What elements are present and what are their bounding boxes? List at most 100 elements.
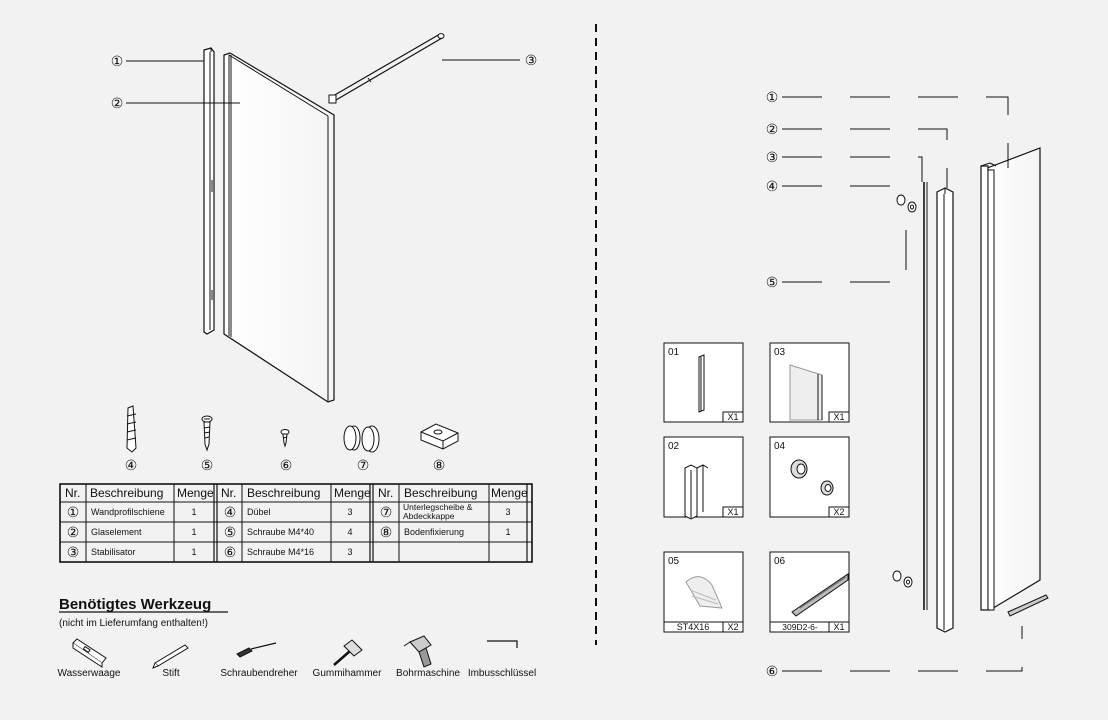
allen-key-icon — [487, 640, 518, 648]
seal-03-icon — [789, 364, 823, 421]
callout-left-4: ④ — [125, 457, 138, 473]
glass-panel-profile-drawing — [980, 147, 1041, 612]
detail-box-code: 06 — [774, 556, 786, 567]
right-exploded-view — [782, 96, 1049, 672]
callout-left-7: ⑦ — [357, 457, 370, 473]
spirit-level-icon — [72, 638, 107, 668]
tools-title: Benötigtes Werkzeug — [59, 596, 211, 613]
washer-cap-04-icon — [790, 459, 834, 496]
table-cell-nr: ③ — [67, 544, 80, 560]
screwdriver-icon — [236, 642, 277, 658]
detail-box-01: 01 X1 — [663, 342, 744, 423]
rubber-mallet-icon — [333, 639, 363, 666]
callout-left-1: ① — [111, 53, 124, 69]
table-cell-nr: ② — [67, 524, 80, 540]
table-cell-qty: 4 — [347, 527, 352, 537]
profile-02-icon — [684, 464, 709, 520]
right-callouts: ① ② ③ ④ ⑤ ⑥ — [766, 89, 779, 679]
table-cell-nr: ⑧ — [380, 524, 393, 540]
tool-label-imbusschluessel: Imbusschlüssel — [468, 668, 536, 679]
floor-seal-06-icon — [791, 573, 849, 617]
table-row: ② Glaselement 1 ⑤ Schraube M4*40 4 ⑧ Bod… — [67, 524, 511, 540]
table-cell-desc: Schraube M4*40 — [247, 527, 314, 537]
callout-right-3: ③ — [766, 149, 779, 165]
table-cell-qty: 3 — [347, 507, 352, 517]
detail-box-code: 05 — [668, 556, 680, 567]
detail-box-code: 01 — [668, 347, 680, 358]
profile-01-icon — [698, 354, 705, 413]
hardware-callouts: ④ ⑤ ⑥ ⑦ ⑧ — [125, 457, 446, 473]
table-cell-qty: 1 — [191, 507, 196, 517]
detail-box-qty: X2 — [727, 622, 738, 632]
tool-label-schraubendreher: Schraubendreher — [220, 668, 298, 679]
detail-box-qty: X1 — [833, 622, 844, 632]
stabilizer-bar-drawing — [328, 33, 445, 104]
pencil-icon — [152, 644, 189, 669]
dowel-icon — [126, 405, 137, 453]
detail-box-06: 06 309D2-6- X1 — [769, 551, 850, 633]
wall-profile-u-drawing — [936, 187, 954, 633]
table-row: ① Wandprofilschiene 1 ④ Dübel 3 ⑦ Unterl… — [67, 503, 511, 521]
floor-seal-drawing — [1007, 594, 1049, 617]
table-cell-nr: ⑤ — [224, 524, 237, 540]
table-cell-desc: Dübel — [247, 507, 271, 517]
table-row: ③ Stabilisator 1 ⑥ Schraube M4*16 3 — [67, 544, 353, 560]
screw-m4x16-icon — [280, 429, 290, 448]
left-exploded-view — [126, 33, 520, 403]
detail-box-qty: X1 — [727, 412, 738, 422]
tool-label-bohrmaschine: Bohrmaschine — [396, 668, 460, 679]
callout-left-8: ⑧ — [433, 457, 446, 473]
detail-box-part: ST4X16 — [677, 622, 710, 632]
floor-fixing-icon — [420, 423, 459, 450]
detail-box-05: 05 ST4X16 X2 — [663, 551, 744, 633]
table-cell-nr: ⑦ — [380, 504, 393, 520]
seal-strip-drawing — [923, 182, 928, 610]
callout-right-4: ④ — [766, 178, 779, 194]
tools-subtitle: (nicht im Lieferumfang enthalten!) — [59, 618, 208, 629]
tools-section: Benötigtes Werkzeug (nicht im Lieferumfa… — [58, 596, 537, 679]
table-cell-nr: ① — [67, 504, 80, 520]
washer-bottom-drawing — [892, 570, 913, 588]
callout-left-3: ③ — [525, 52, 538, 68]
table-cell-nr: ④ — [224, 504, 237, 520]
detail-box-part: 309D2-6- — [782, 622, 818, 632]
table-header-nr-2: Nr. — [221, 486, 236, 500]
table-header-menge-2: Menge — [334, 486, 371, 500]
washer-cap-icon — [343, 425, 380, 453]
table-cell-desc: Wandprofilschiene — [91, 507, 165, 517]
callout-right-6: ⑥ — [766, 663, 779, 679]
table-cell-qty: 1 — [191, 527, 196, 537]
detail-box-02: 02 X1 — [663, 436, 744, 520]
detail-box-code: 03 — [774, 347, 786, 358]
drill-icon — [403, 635, 432, 668]
table-header-beschreibung-1: Beschreibung — [90, 486, 163, 500]
table-cell-qty: 1 — [505, 527, 510, 537]
detail-box-qty: X2 — [833, 507, 844, 517]
detail-boxes: 01 X1 03 X1 02 X1 — [663, 342, 850, 633]
detail-box-03: 03 X1 — [769, 342, 850, 423]
table-cell-desc: Bodenfixierung — [404, 527, 464, 537]
table-cell-desc: Schraube M4*16 — [247, 547, 314, 557]
parts-table: Nr. Beschreibung Menge Nr. Beschreibung … — [59, 483, 533, 563]
glass-panel-drawing — [223, 52, 335, 403]
detail-box-code: 04 — [774, 441, 786, 452]
callout-right-2: ② — [766, 121, 779, 137]
table-header-beschreibung-2: Beschreibung — [247, 486, 320, 500]
table-header-beschreibung-3: Beschreibung — [404, 486, 477, 500]
detail-box-qty: X1 — [727, 507, 738, 517]
screw-m4x40-icon — [201, 415, 213, 452]
detail-box-qty: X1 — [833, 412, 844, 422]
table-header-nr-3: Nr. — [378, 486, 393, 500]
callout-left-2: ② — [111, 95, 124, 111]
table-cell-desc: Glaselement — [91, 527, 142, 537]
table-cell-qty: 3 — [347, 547, 352, 557]
tool-label-wasserwaage: Wasserwaage — [58, 668, 121, 679]
table-header-nr-1: Nr. — [65, 486, 80, 500]
dowel-05-icon — [685, 576, 723, 609]
callout-right-5: ⑤ — [766, 274, 779, 290]
left-callouts: ① ② ③ — [111, 52, 538, 111]
hardware-icons — [126, 405, 459, 453]
tool-label-stift: Stift — [162, 668, 179, 679]
table-cell-desc: Unterlegscheibe & Abdeckkappe — [403, 503, 472, 521]
